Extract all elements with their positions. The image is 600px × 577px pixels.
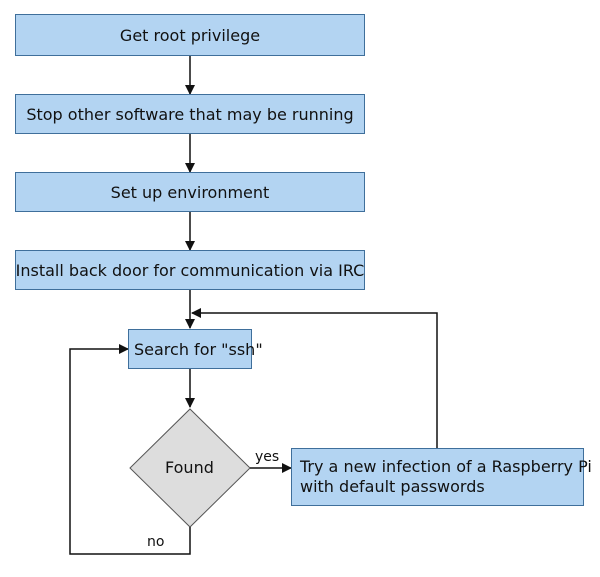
set-up-environment-box: Set up environment	[15, 172, 365, 212]
no-label: no	[147, 534, 165, 550]
install-back-door-label: Install back door for communication via …	[15, 260, 365, 280]
stop-other-software-label: Stop other software that may be running	[26, 104, 354, 124]
install-back-door-box: Install back door for communication via …	[15, 250, 365, 290]
new-infection-line2: with default passwords	[300, 477, 485, 496]
set-up-environment-label: Set up environment	[110, 182, 270, 202]
new-infection-box: Try a new infection of a Raspberry Pi wi…	[291, 448, 592, 506]
new-infection-line1: Try a new infection of a Raspberry Pi	[300, 457, 592, 476]
search-ssh-box: Search for "ssh"	[128, 329, 263, 369]
found-label: Found	[165, 458, 214, 477]
arrow-loop-infect-to-search	[191, 308, 438, 448]
get-root-privilege-box: Get root privilege	[15, 14, 365, 56]
found-text: Found	[165, 458, 214, 477]
search-ssh-label: Search for "ssh"	[134, 339, 263, 359]
stop-other-software-box: Stop other software that may be running	[15, 94, 365, 134]
get-root-privilege-label: Get root privilege	[119, 25, 261, 45]
arrow-no-loop	[69, 344, 191, 555]
yes-label: yes	[255, 449, 280, 465]
